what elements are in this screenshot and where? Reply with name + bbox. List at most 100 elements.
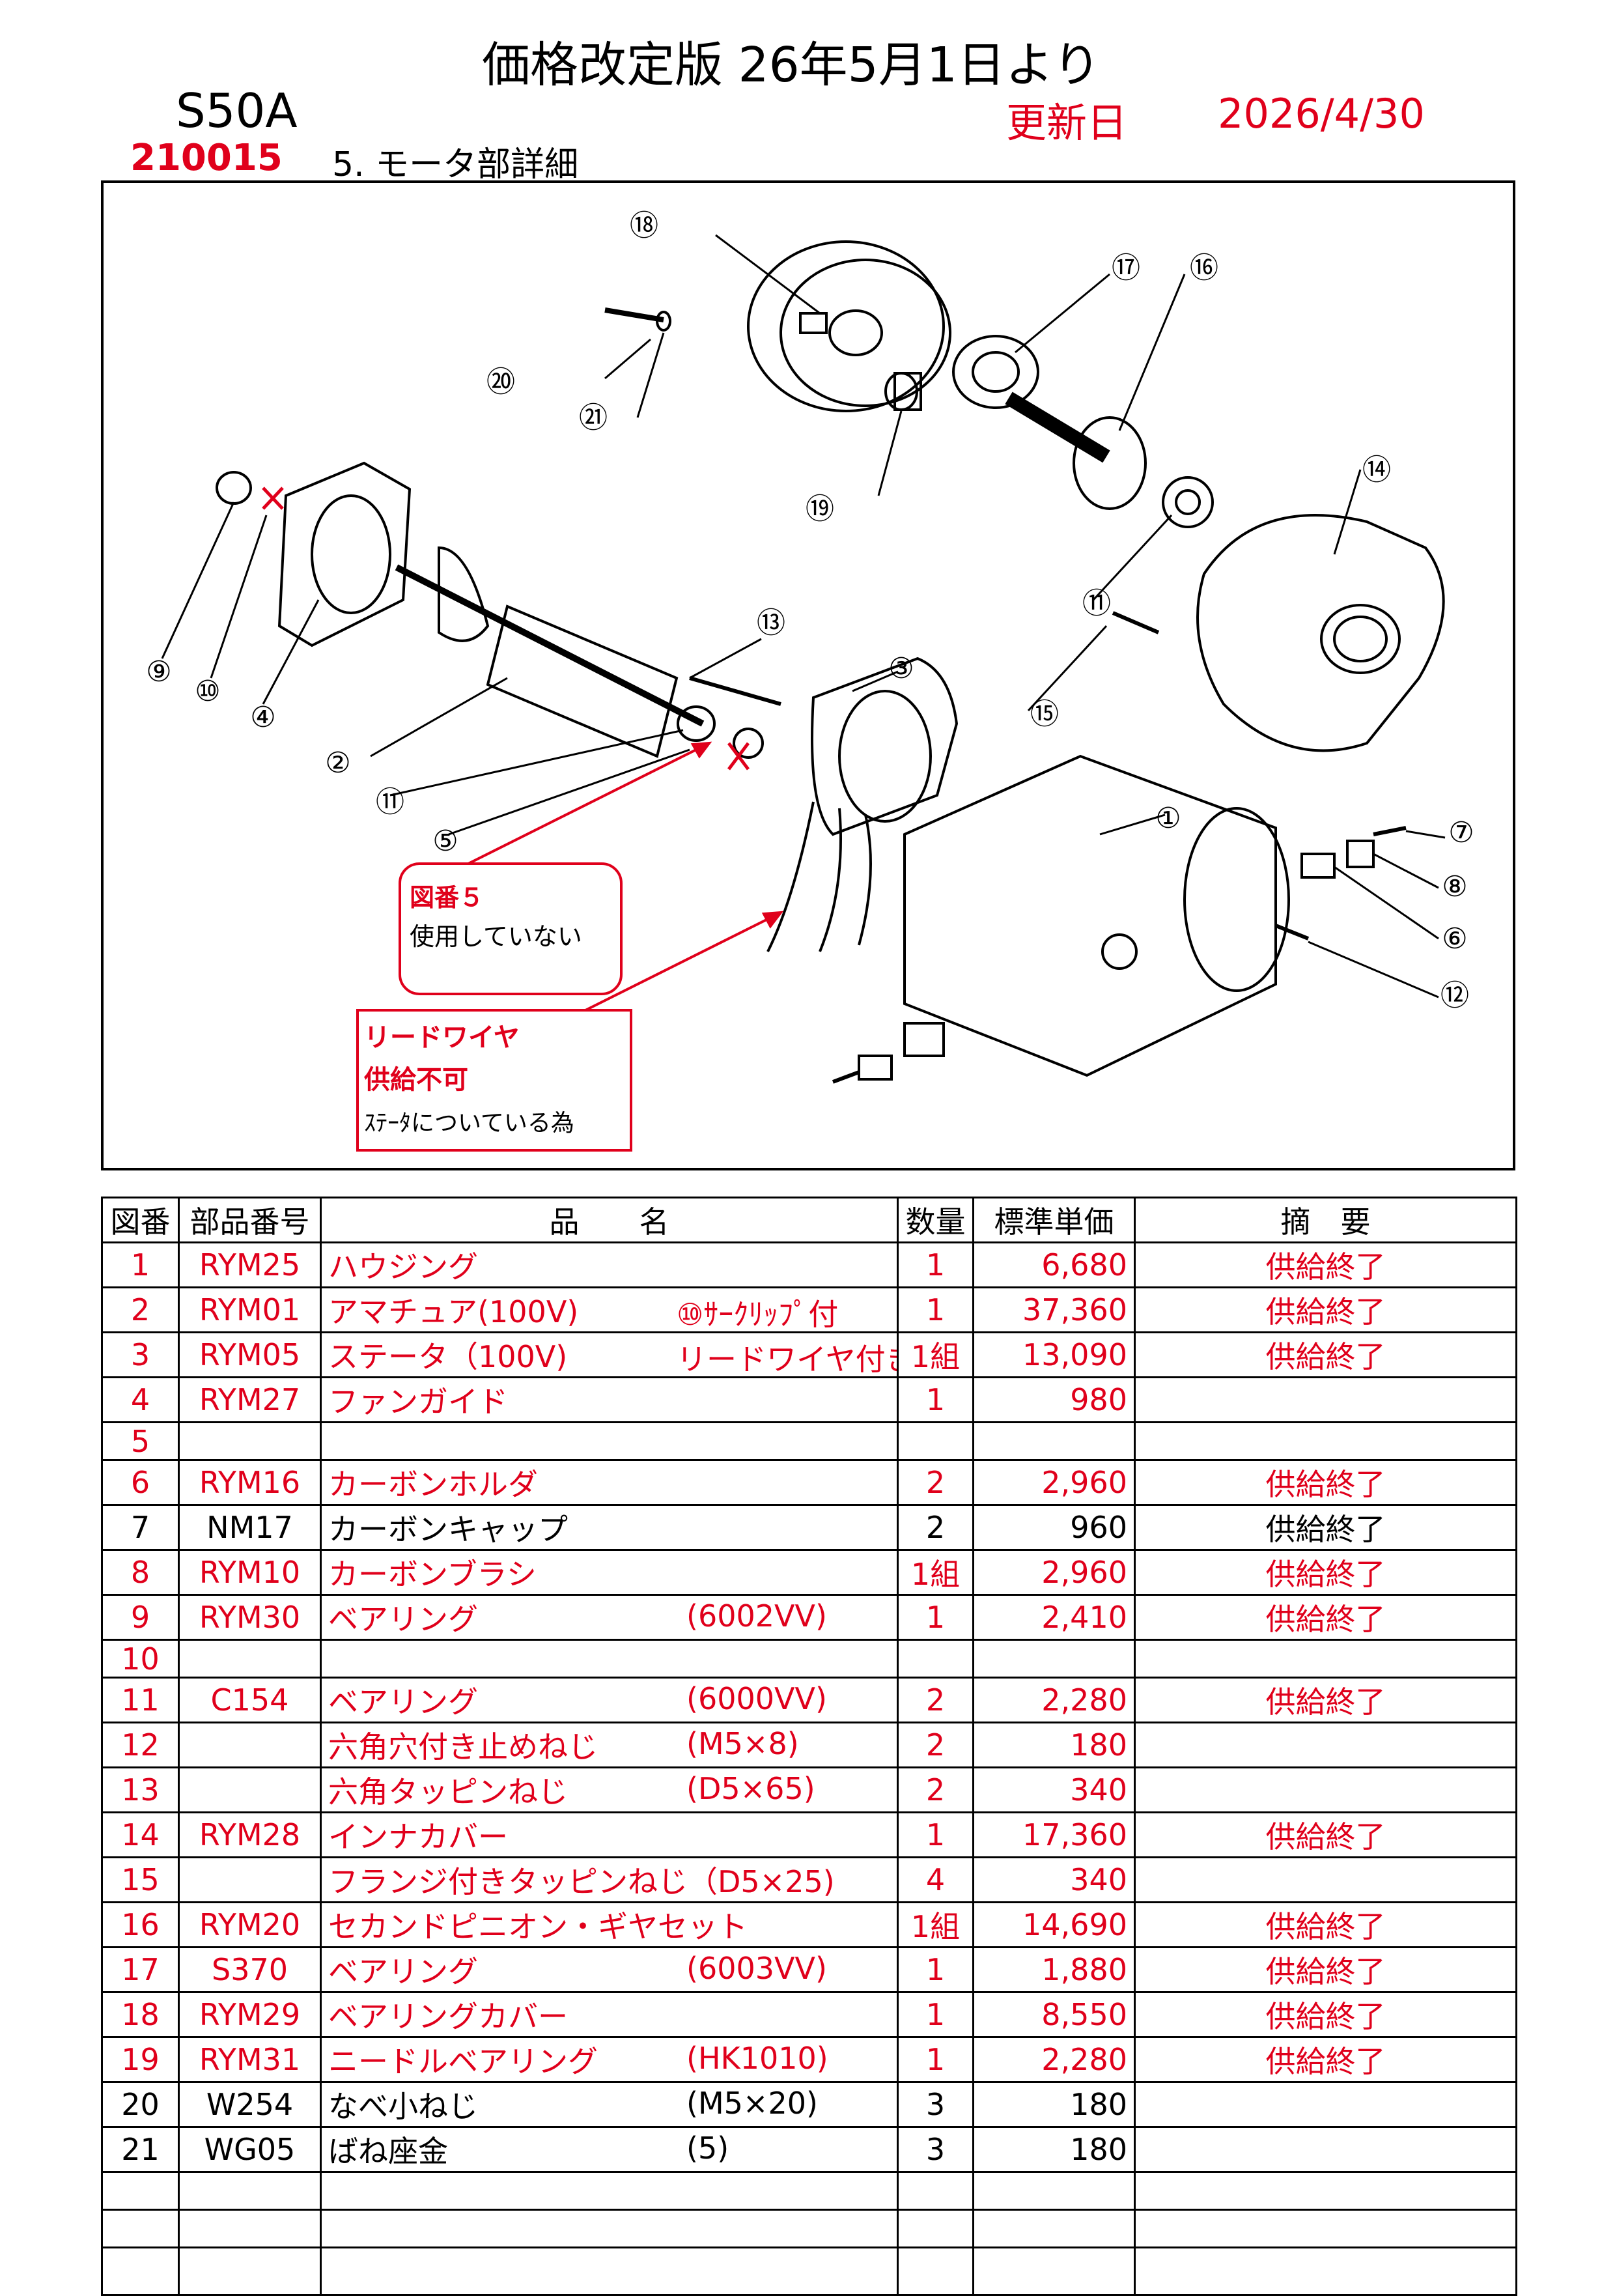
- part-name: ハウジング: [328, 1249, 478, 1284]
- callout-lead-line1: リードワイヤ: [364, 1023, 520, 1053]
- cell-name: カーボンホルダ: [320, 1459, 899, 1506]
- cell-code: RYM31: [178, 2036, 322, 2083]
- cell-price: 340: [972, 1856, 1136, 1903]
- cell-note: 供給終了: [1134, 1331, 1517, 1378]
- diagram-label: ⑪: [376, 786, 404, 819]
- section-title: 5. モータ部詳細: [332, 145, 579, 184]
- table-row-empty: [101, 2171, 1517, 2211]
- cell-no: 6: [101, 1459, 180, 1506]
- cell-qty: 4: [897, 1856, 974, 1903]
- cell-price: 180: [972, 2126, 1136, 2173]
- part-name: 六角タッピンねじ: [328, 1774, 568, 1809]
- cell-empty: [1134, 2246, 1517, 2296]
- diagram-label: ⑳: [486, 365, 515, 399]
- cell-name: 六角穴付き止めねじ (M5×8): [320, 1722, 899, 1768]
- cell-qty: 3: [897, 2126, 974, 2173]
- cell-price: 340: [972, 1766, 1136, 1813]
- col-header-name: 品 名: [320, 1197, 899, 1243]
- cell-no: 14: [101, 1811, 180, 1858]
- cell-empty: [320, 2209, 899, 2248]
- cell-name: フランジ付きタッピンねじ（D5×25): [320, 1856, 899, 1903]
- model-name: S50A: [176, 83, 298, 138]
- cell-name: ベアリングカバー: [320, 1991, 899, 2038]
- part-spec: (M5×8): [686, 1726, 799, 1761]
- part-name: カーボンブラシ: [328, 1557, 537, 1592]
- cell-empty: [101, 2171, 180, 2211]
- cell-qty: 1: [897, 1286, 974, 1333]
- diagram-label: ③: [888, 652, 914, 685]
- cell-empty: [101, 2246, 180, 2296]
- cell-price: 17,360: [972, 1811, 1136, 1858]
- cell-no: 10: [101, 1639, 180, 1679]
- cell-qty: 2: [897, 1722, 974, 1768]
- cell-qty: [897, 1639, 974, 1679]
- part-name: カーボンキャップ: [328, 1512, 568, 1547]
- cell-note: 供給終了: [1134, 1811, 1517, 1858]
- cell-name: ニードルベアリング(HK1010): [320, 2036, 899, 2083]
- table-header-row: 図番 部品番号 品 名 数量 標準単価 摘 要: [101, 1197, 1517, 1243]
- cell-name: ハウジング: [320, 1241, 899, 1288]
- part-name: なべ小ねじ: [328, 2089, 478, 2124]
- cell-qty: 1: [897, 1241, 974, 1288]
- cell-code: RYM28: [178, 1811, 322, 1858]
- diagram-label: ⑦: [1448, 816, 1474, 849]
- cell-name: ばね座金(5): [320, 2126, 899, 2173]
- cell-note: [1134, 1376, 1517, 1423]
- cell-price: 1,880: [972, 1946, 1136, 1993]
- cell-no: 7: [101, 1504, 180, 1551]
- diagram-label: ⑭: [1362, 453, 1391, 487]
- part-spec: (D5×65): [686, 1771, 815, 1806]
- cell-price: [972, 1639, 1136, 1679]
- cell-note: [1134, 2126, 1517, 2173]
- part-bearing-cover: [747, 240, 951, 412]
- callout-fig5-line2: 使用していない: [410, 922, 582, 951]
- col-header-note: 摘 要: [1134, 1197, 1517, 1243]
- part-spec: ⑩ｻｰｸﾘｯﾌﾟ付: [677, 1297, 839, 1332]
- table-row-empty: [101, 2246, 1517, 2296]
- cell-no: 8: [101, 1549, 180, 1596]
- cell-no: 17: [101, 1946, 180, 1993]
- callout-fig5: 図番５ 使用していない: [399, 862, 623, 995]
- cell-note: 供給終了: [1134, 1504, 1517, 1551]
- diagram-label: ⑥: [1442, 922, 1467, 956]
- part-name: 六角穴付き止めねじ: [328, 1729, 598, 1765]
- callout-lead-wire: リードワイヤ 供給不可 ｽﾃｰﾀについている為: [356, 1009, 632, 1152]
- exploded-diagram: ⑱ ⑰ ⑯ ⑳ ㉑ ⑲ ⑭ ⑪ ⑨ ⑩ ④ ⑬ ② ③ ⑪ ⑮ ⑤ ① ⑦ ⑧ …: [101, 180, 1515, 1170]
- diagram-label: ⑪: [1082, 587, 1111, 620]
- diagram-label: ⑯: [1190, 251, 1218, 285]
- part-name: フランジ付きタッピンねじ（D5×25): [328, 1864, 835, 1899]
- diagram-label: ⑧: [1442, 870, 1467, 903]
- cell-price: 2,960: [972, 1459, 1136, 1506]
- cell-code: NM17: [178, 1504, 322, 1551]
- cell-empty: [897, 2171, 974, 2211]
- diagram-label: ⑤: [432, 825, 458, 858]
- cell-code: [178, 1722, 322, 1768]
- diagram-label: ⑬: [757, 606, 785, 640]
- cell-empty: [972, 2171, 1136, 2211]
- cell-name: ステータ（100V)リードワイヤ付き: [320, 1331, 899, 1378]
- diagram-label: ⑮: [1030, 698, 1059, 731]
- cell-price: 180: [972, 2081, 1136, 2128]
- cell-empty: [178, 2171, 322, 2211]
- cell-code: [178, 1766, 322, 1813]
- cell-qty: 1: [897, 1376, 974, 1423]
- cell-price: 8,550: [972, 1991, 1136, 2038]
- cell-name: カーボンキャップ: [320, 1504, 899, 1551]
- page-title: 価格改定版 26年5月1日より: [482, 37, 1101, 93]
- diagram-label: ⑰: [1112, 251, 1140, 285]
- cell-qty: 1: [897, 1991, 974, 2038]
- cell-price: 13,090: [972, 1331, 1136, 1378]
- cell-qty: [897, 1421, 974, 1461]
- cell-code: [178, 1421, 322, 1461]
- cell-name: [320, 1639, 899, 1679]
- cell-note: [1134, 1722, 1517, 1768]
